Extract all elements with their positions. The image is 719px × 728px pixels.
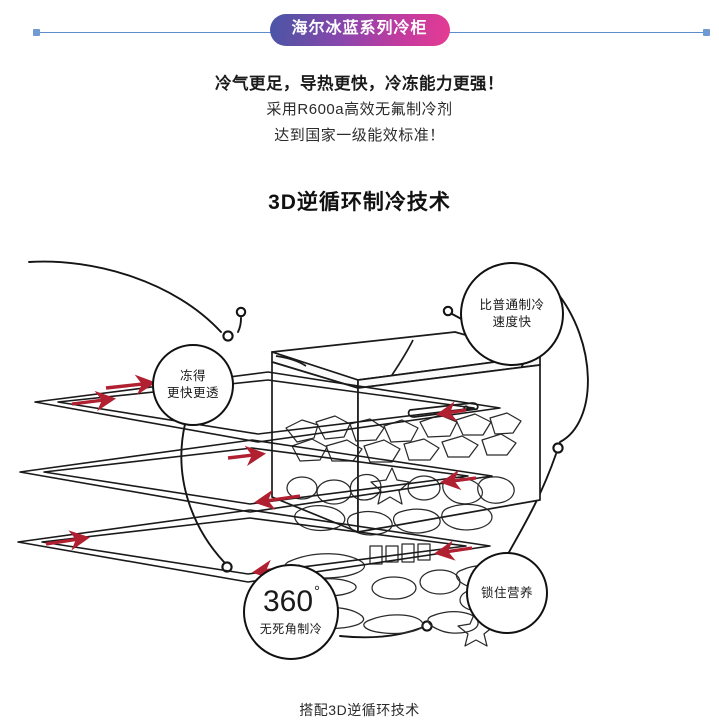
leader-node-left-lower — [221, 561, 233, 573]
callout-360-value-row: 360° — [262, 584, 320, 618]
callout-360-sub: 无死角制冷 — [259, 621, 323, 636]
page-title: 3D逆循环制冷技术 — [268, 191, 451, 214]
callout-freeze-line-2: 更快更透 — [166, 386, 219, 400]
cooling-plane-2-outer — [19, 439, 493, 513]
callout-bubble-lock-nutrition: 锁住营养 — [466, 552, 548, 634]
leader-node-top-left — [222, 330, 234, 342]
cooling-plane-3-inner — [41, 517, 467, 575]
arrow-p2-right — [439, 469, 477, 491]
leader-stick-freeze-bubble-2 — [237, 317, 242, 333]
chest-freezer-diagram — [17, 260, 589, 647]
arrow-p3-right — [433, 540, 473, 561]
marketing-copy-block: 冷气更足，导热更快，冷冻能力更强！ 采用R600a高效无氟制冷剂 达到国家一级能… — [0, 72, 719, 148]
arrow-p1-right — [435, 401, 467, 422]
leader-line-top-left — [28, 260, 222, 333]
arrow-p1-left — [71, 390, 117, 412]
series-title-badge: 海尔冰蓝系列冷柜 — [269, 14, 450, 46]
arrow-p2-back — [227, 445, 267, 467]
leader-node-bottom-right — [421, 620, 433, 632]
leader-node-freeze-bubble — [235, 306, 247, 318]
callout-freeze-line-1: 冻得 — [179, 369, 206, 384]
airflow-arrows-group — [45, 369, 477, 580]
leader-line-left-lower — [180, 423, 225, 563]
callout-360-number: 360 — [262, 584, 314, 618]
footer-caption: 搭配3D逆循环技术 — [299, 702, 420, 718]
header-divider-dot-right — [703, 29, 710, 36]
header-band: 海尔冰蓝系列冷柜 — [0, 0, 719, 58]
copy-subline-refrigerant: 采用R600a高效无氟制冷剂 — [266, 100, 453, 118]
arrow-p3-left — [45, 530, 91, 551]
copy-subline-efficiency: 达到国家一级能效标准！ — [274, 126, 445, 144]
callout-bubble-cooling-speed: 比普通制冷 速度快 — [460, 262, 564, 366]
degree-icon: ° — [314, 582, 321, 600]
leader-line-right-lower — [507, 453, 557, 555]
callout-speed-line-2: 速度快 — [492, 315, 532, 329]
freezer-lid-rim-left — [275, 355, 307, 367]
callout-speed-line-1: 比普通制冷 — [479, 298, 545, 313]
header-divider-dot-left — [33, 29, 40, 36]
callout-bubble-fast-freeze: 冻得 更快更透 — [152, 344, 234, 426]
leader-node-right — [552, 442, 564, 454]
leader-node-speed-bubble — [442, 305, 454, 317]
callout-nutrition-line-1: 锁住营养 — [480, 585, 533, 600]
callout-bubble-360-degree: 360° 无死角制冷 — [243, 564, 339, 660]
illustration-stage — [0, 232, 719, 684]
cooling-plane-2-inner — [43, 447, 469, 505]
leader-line-right — [554, 289, 589, 443]
freezer-lid-seam — [391, 339, 414, 376]
arrow-p2-front — [253, 489, 301, 510]
arrow-p1-back-left — [105, 374, 157, 395]
copy-headline: 冷气更足，导热更快，冷冻能力更强！ — [215, 75, 504, 93]
cooling-plane-3-outer — [17, 509, 491, 583]
